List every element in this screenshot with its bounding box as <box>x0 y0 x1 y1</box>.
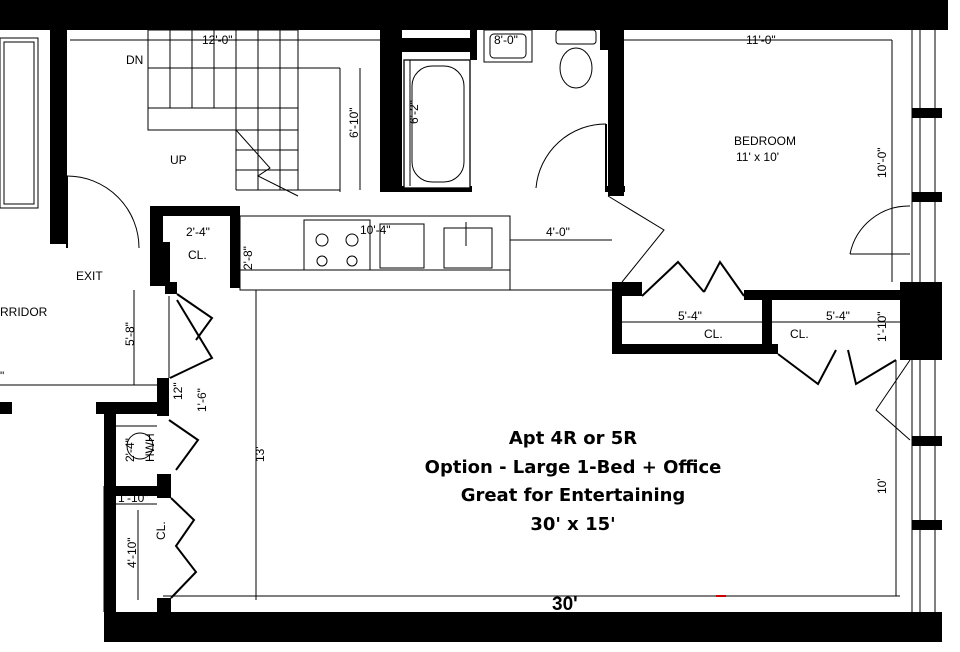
exit-label: EXIT <box>76 269 103 283</box>
closet-label-hall: CL. <box>154 521 168 540</box>
caption-tagline: Great for Entertaining <box>461 485 686 506</box>
stair-up-label: UP <box>170 153 187 167</box>
dim-stair-width: 12'-0" <box>202 33 233 47</box>
dim-closet-c-width: 1'-10" <box>118 491 149 505</box>
closet-label-kitchen: CL. <box>188 248 207 262</box>
caption-size: 30' x 15' <box>530 514 615 535</box>
room-labels: DN UP EXIT RRIDOR BEDROOM 11' x 10' CL. … <box>0 53 809 540</box>
bedroom-label: BEDROOM <box>734 134 796 148</box>
dim-living-depth: 13' <box>253 446 267 462</box>
dim-stair-length: 6'-10" <box>347 107 361 138</box>
dim-small-a: 12" <box>171 382 185 400</box>
dim-bedroom-width: 11'-0" <box>746 33 776 47</box>
closet-label-bedroom-a: CL. <box>704 327 723 341</box>
dim-closet-b-depth: 1'-10" <box>875 311 889 342</box>
dim-hall-length: 5'-8" <box>123 322 137 346</box>
dim-tub-length: 6'-2" <box>407 100 421 124</box>
stair-down-label: DN <box>126 53 143 67</box>
dim-small-b: 1'-6" <box>195 388 209 412</box>
hwh-label: HWH <box>143 433 157 462</box>
dim-closet-b-width: 5'-4" <box>826 309 850 323</box>
dim-closet-entry-depth: 2'-8" <box>241 246 255 270</box>
dim-corridor: " <box>0 369 4 383</box>
caption-apartment: Apt 4R or 5R <box>509 428 637 449</box>
dim-kitchen-length: 10'-4" <box>360 223 391 237</box>
dim-closet-a-width: 5'-4" <box>678 309 702 323</box>
linework <box>0 29 936 612</box>
dimension-labels: 12'-0" 6'-10" 8'-0" 6'-2" 11'-0" 10'-0" … <box>0 33 889 615</box>
dim-bath-width: 8'-0" <box>494 33 518 47</box>
closet-label-bedroom-b: CL. <box>790 327 809 341</box>
dim-closet-c-depth: 4'-10" <box>125 537 139 568</box>
dim-total-length: 30' <box>552 594 578 615</box>
dim-living-right-depth: 10' <box>875 478 889 494</box>
caption: Apt 4R or 5R Option - Large 1-Bed + Offi… <box>425 428 722 535</box>
corridor-label: RRIDOR <box>0 305 48 319</box>
caption-option: Option - Large 1-Bed + Office <box>425 457 722 478</box>
bedroom-size: 11' x 10' <box>736 150 779 164</box>
dim-kitchen-gap: 4'-0" <box>546 225 570 239</box>
dim-closet-entry-width: 2'-4" <box>186 225 210 239</box>
walls <box>0 0 948 642</box>
dim-hwh-size: 2'-4" <box>123 438 137 462</box>
dim-bedroom-depth: 10'-0" <box>875 147 889 178</box>
